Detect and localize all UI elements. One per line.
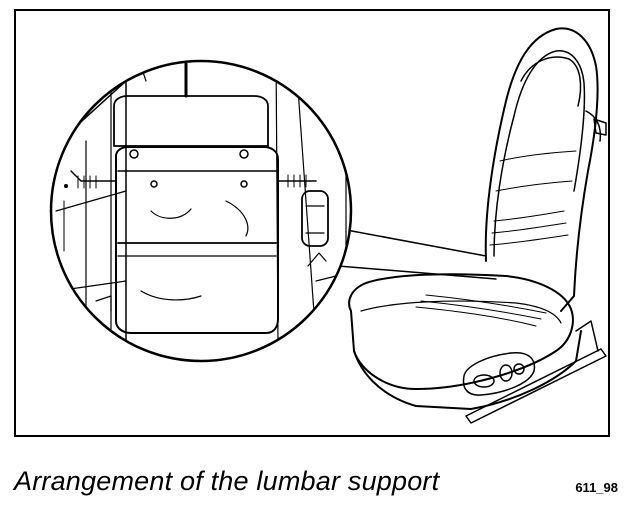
pump-unit xyxy=(301,190,329,267)
seat-backrest xyxy=(484,27,599,312)
seat-adjust-switches xyxy=(462,352,536,396)
lumbar-support-pad xyxy=(115,146,279,334)
detail-magnifier-circle xyxy=(49,59,353,363)
belt-guide xyxy=(593,118,607,136)
air-hose-left xyxy=(70,170,117,182)
detail-leader-lower xyxy=(337,265,497,280)
seat xyxy=(337,27,607,424)
seat-cushion xyxy=(348,273,574,390)
seat-rail xyxy=(465,348,607,424)
figure-caption: Arrangement of the lumbar support xyxy=(14,466,440,496)
lumbar-support-drawing xyxy=(49,27,607,424)
figure-number: 611_98 xyxy=(575,480,618,495)
detail-leader-upper xyxy=(340,228,487,257)
illustration-frame xyxy=(14,9,610,437)
